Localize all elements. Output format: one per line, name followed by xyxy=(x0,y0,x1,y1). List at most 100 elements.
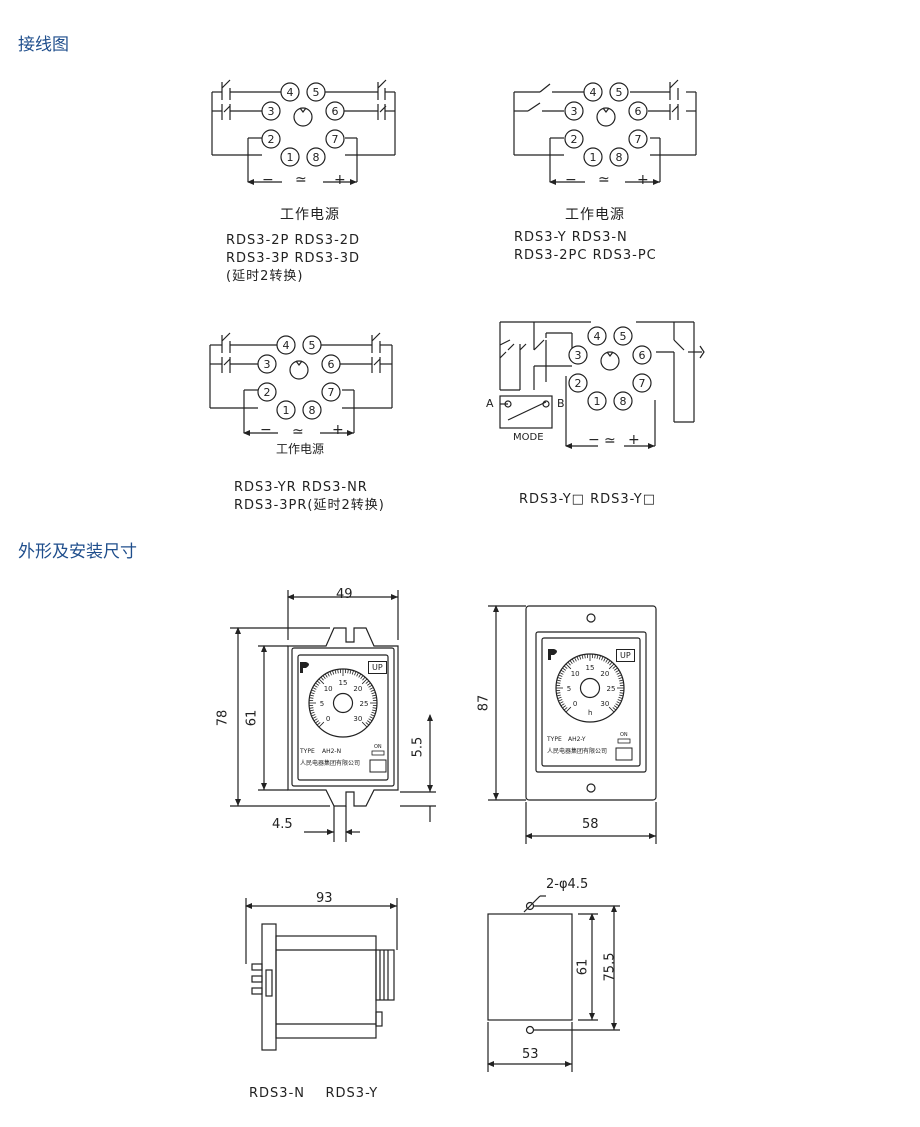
caption-line: RDS3-2PC RDS3-PC xyxy=(514,248,657,263)
dial-tick xyxy=(556,682,561,684)
dial-tick xyxy=(370,714,375,717)
dial-tick xyxy=(371,711,376,714)
brand-logo xyxy=(548,649,557,660)
dial-tick xyxy=(313,684,318,688)
caption-line: (延时2转换) xyxy=(226,269,304,284)
power-label-1: 工作电源 xyxy=(280,207,340,223)
type-label-1: TYPE xyxy=(300,748,315,755)
brand-logo xyxy=(300,662,309,673)
dial-number: 20 xyxy=(353,685,362,693)
dial-tick xyxy=(618,677,623,680)
pin-3-circle xyxy=(257,354,277,374)
pin-2-circle xyxy=(257,382,277,402)
power-label-3: 工作电源 xyxy=(276,442,325,456)
pin-8-label: 8 xyxy=(309,404,316,417)
dial-number: 5 xyxy=(567,685,571,693)
dim-back-width: 53 xyxy=(522,1047,539,1062)
dial-tick xyxy=(372,707,377,709)
dial-tick xyxy=(318,678,325,685)
dial-tick xyxy=(608,663,615,670)
pin-6-circle xyxy=(628,101,648,121)
mode-label: MODE xyxy=(513,432,544,443)
pin-5-label: 5 xyxy=(620,330,627,343)
pin-2-label: 2 xyxy=(575,377,582,390)
dial-tick xyxy=(562,705,566,709)
dial-tick xyxy=(571,658,575,663)
power-minus-4: − xyxy=(588,432,600,448)
pin-7-label: 7 xyxy=(328,386,335,399)
pin-3-circle xyxy=(564,101,584,121)
dial-tick xyxy=(617,674,622,677)
dial-number: 25 xyxy=(360,700,369,708)
dial-tick xyxy=(598,655,601,660)
dial-tick xyxy=(369,687,374,690)
pin-1-label: 1 xyxy=(590,151,597,164)
pin-5-circle xyxy=(613,326,633,346)
pin-8-label: 8 xyxy=(620,395,627,408)
power-plus-1: + xyxy=(334,172,346,188)
dial-tick xyxy=(617,699,622,702)
dial-number: 30 xyxy=(353,715,362,723)
pin-6-label: 6 xyxy=(328,358,335,371)
dial-tick xyxy=(312,716,317,719)
dial-tick xyxy=(562,667,566,671)
dial-tick xyxy=(563,665,568,669)
pin-1-circle xyxy=(276,400,296,420)
power-plus-4: + xyxy=(628,432,640,448)
pin-8-label: 8 xyxy=(313,151,320,164)
dimensions-section-title: 外形及安装尺寸 xyxy=(18,542,137,562)
dial-tick xyxy=(358,673,362,678)
caption-line: RDS3-3PR(延时2转换) xyxy=(234,498,385,513)
wiring-diagram-3 xyxy=(209,332,393,436)
dial-tick xyxy=(619,692,624,694)
pin-5-label: 5 xyxy=(313,86,320,99)
dial-tick xyxy=(584,654,586,659)
pin-5-label: 5 xyxy=(616,86,623,99)
dial-knob xyxy=(332,692,354,714)
dial-number: 10 xyxy=(571,670,580,678)
pin-8-label: 8 xyxy=(616,151,623,164)
dial-tick xyxy=(616,672,621,675)
pin-7-circle xyxy=(321,382,341,402)
dial-tick xyxy=(361,678,368,685)
dim-front1-height-inner: 61 xyxy=(244,709,260,727)
dial-tick xyxy=(360,675,364,679)
pin-2-label: 2 xyxy=(264,386,271,399)
dial-tick xyxy=(605,658,609,663)
dial-tick xyxy=(334,669,337,674)
keyway-notch xyxy=(299,107,307,113)
dial-number: 0 xyxy=(326,715,330,723)
dial-tick xyxy=(310,711,315,714)
dial-tick xyxy=(565,663,572,670)
dial-tick xyxy=(369,716,374,719)
dial-tick xyxy=(612,707,617,711)
dial-number: 10 xyxy=(324,685,333,693)
power-plus-2: + xyxy=(637,172,649,188)
pin-8-circle xyxy=(302,400,322,420)
power-ac-3: ≃ xyxy=(292,424,304,440)
terminal-a-label: A xyxy=(486,397,495,410)
wiring-diagram-1 xyxy=(211,79,396,185)
power-ac-1: ≃ xyxy=(295,172,307,188)
dial-number: 20 xyxy=(600,670,609,678)
dial-tick xyxy=(313,718,318,722)
dim-back-h-outer: 75.5 xyxy=(602,952,618,982)
dial-tick xyxy=(368,718,373,722)
dial-tick xyxy=(601,656,604,661)
wiring-diagram-4 xyxy=(499,321,705,449)
dial-tick xyxy=(558,674,563,677)
on-label-2: ON xyxy=(620,732,628,738)
dial-tick xyxy=(557,677,562,680)
back-view xyxy=(487,895,620,1072)
pin-1-label: 1 xyxy=(287,151,294,164)
dial-tick xyxy=(311,714,316,717)
on-indicator xyxy=(617,738,631,744)
company-label-2: 人民电器集团有限公司 xyxy=(547,748,608,755)
dial-tick xyxy=(563,707,568,711)
pin-4-label: 4 xyxy=(594,330,601,343)
pin-7-circle xyxy=(632,373,652,393)
dial-tick xyxy=(560,703,565,707)
pin-4-label: 4 xyxy=(287,86,294,99)
dial-tick xyxy=(596,654,599,659)
